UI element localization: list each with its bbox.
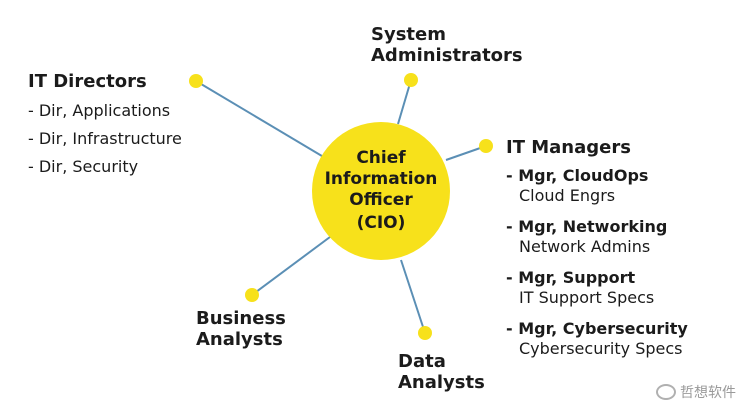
business-analysts-line-2: Analysts bbox=[196, 329, 283, 350]
dot-it-directors bbox=[189, 74, 203, 88]
link-system-admins bbox=[397, 79, 412, 125]
manager-name: - Mgr, Networking bbox=[506, 217, 668, 236]
link-business-analysts bbox=[251, 233, 335, 296]
cio-hub: Chief Information Officer (CIO) bbox=[312, 122, 450, 260]
manager-name: - Mgr, Support bbox=[506, 268, 636, 287]
manager-group-cloudops: - Mgr, CloudOps Cloud Engrs bbox=[506, 166, 648, 206]
it-directors-title: IT Directors bbox=[28, 71, 147, 92]
manager-group-cybersecurity: - Mgr, Cybersecurity Cybersecurity Specs bbox=[506, 319, 688, 359]
it-directors-item: - Dir, Security bbox=[28, 157, 139, 176]
dot-system-admins bbox=[404, 73, 418, 87]
cio-line-4: (CIO) bbox=[356, 213, 406, 233]
dot-business-analysts bbox=[245, 288, 259, 302]
cio-line-1: Chief bbox=[356, 148, 406, 168]
data-analysts-line-2: Analysts bbox=[398, 372, 485, 393]
link-it-managers bbox=[445, 145, 487, 161]
dot-data-analysts bbox=[418, 326, 432, 340]
manager-team: IT Support Specs bbox=[519, 288, 655, 307]
manager-team: Network Admins bbox=[519, 237, 651, 256]
weibo-icon bbox=[656, 384, 676, 400]
manager-team: Cloud Engrs bbox=[519, 186, 616, 205]
cio-line-2: Information bbox=[324, 169, 438, 189]
cio-line-3: Officer bbox=[349, 190, 413, 210]
system-admins-line-1: System bbox=[371, 24, 446, 45]
it-managers-title: IT Managers bbox=[506, 137, 631, 158]
link-it-directors bbox=[195, 80, 333, 163]
watermark: 哲想软件 bbox=[656, 382, 736, 402]
manager-group-networking: - Mgr, Networking Network Admins bbox=[506, 217, 667, 257]
manager-name: - Mgr, Cybersecurity bbox=[506, 319, 688, 338]
data-analysts-line-1: Data bbox=[398, 351, 446, 372]
it-directors-item: - Dir, Applications bbox=[28, 101, 171, 120]
manager-name: - Mgr, CloudOps bbox=[506, 166, 649, 185]
it-directors-item: - Dir, Infrastructure bbox=[28, 129, 182, 148]
business-analysts-line-1: Business bbox=[196, 308, 286, 329]
link-data-analysts bbox=[400, 259, 426, 334]
system-admins-line-2: Administrators bbox=[371, 45, 523, 66]
watermark-text: 哲想软件 bbox=[680, 385, 736, 401]
manager-team: Cybersecurity Specs bbox=[519, 339, 683, 358]
dot-it-managers bbox=[479, 139, 493, 153]
manager-group-support: - Mgr, Support IT Support Specs bbox=[506, 268, 654, 308]
